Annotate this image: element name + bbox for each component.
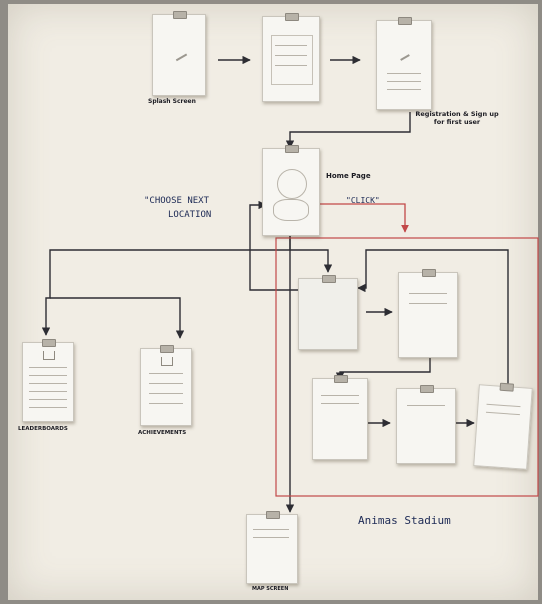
note-splash-screen	[152, 11, 206, 96]
note-achievements	[140, 345, 192, 426]
label-choose-next-line1: "CHOOSE NEXT	[144, 196, 210, 206]
arrow-right-loop-top	[357, 249, 509, 388]
note-bottom-screen	[246, 511, 298, 584]
form-box	[271, 35, 313, 85]
label-click: "CLICK"	[346, 196, 380, 205]
sketch-line	[407, 405, 445, 406]
note-registration	[376, 17, 432, 110]
binder-clip-icon	[420, 385, 434, 393]
arrow-click-red	[318, 203, 409, 233]
caption-registration: Registration & Sign up for first user	[414, 110, 500, 126]
label-choose-next-line2: LOCATION	[168, 210, 212, 220]
logo-icon	[396, 47, 410, 61]
note-stadium-entry	[298, 275, 358, 350]
sketch-line	[485, 411, 520, 416]
registration-text: Registration & Sign up for first user	[415, 110, 499, 126]
sketch-line	[29, 399, 67, 400]
trophy-icon	[43, 351, 55, 360]
arrow-branch-to-achievements	[50, 297, 185, 339]
sketch-line	[321, 403, 359, 404]
arrow-registration-to-home	[285, 112, 411, 149]
sketch-line	[29, 391, 67, 392]
sketch-line	[486, 403, 521, 408]
sketch-line	[321, 395, 359, 396]
sketch-line	[275, 65, 307, 66]
binder-clip-icon	[160, 345, 174, 353]
sketch-line	[275, 45, 307, 46]
map-sketch	[273, 199, 309, 221]
caption-bottom-screen: MAP SCREEN	[252, 586, 289, 592]
binder-clip-icon	[285, 13, 299, 21]
sketch-line	[253, 529, 289, 530]
sketch-line	[149, 393, 183, 394]
logo-icon	[170, 44, 188, 62]
arrow-stadium-back-to-home	[249, 200, 300, 291]
binder-clip-icon	[42, 339, 56, 347]
sketch-line	[29, 383, 67, 384]
trophy-icon	[161, 357, 173, 366]
binder-clip-icon	[499, 382, 515, 392]
sketch-line	[409, 293, 447, 294]
note-stadium-step-4	[396, 385, 456, 464]
binder-clip-icon	[285, 145, 299, 153]
binder-clip-icon	[322, 275, 336, 283]
sketch-line	[387, 89, 421, 90]
sketch-line	[409, 303, 447, 304]
arrow-stadium-2-down	[335, 355, 431, 381]
sketch-line	[253, 537, 289, 538]
caption-achievements: ACHIEVEMENTS	[138, 430, 187, 436]
arrow-branch-to-stadium-entry	[290, 249, 333, 273]
binder-clip-icon	[422, 269, 436, 277]
caption-splash-screen: Splash Screen	[148, 98, 196, 105]
note-stadium-step-2	[398, 269, 458, 358]
label-stadium: Animas Stadium	[358, 514, 451, 527]
note-stadium-step-3	[312, 375, 368, 460]
caption-leaderboards: LEADERBOARDS	[18, 426, 68, 432]
stadium-region-outline	[275, 237, 539, 497]
sketch-line	[387, 73, 421, 74]
sketch-line	[387, 81, 421, 82]
binder-clip-icon	[266, 511, 280, 519]
sketch-line	[29, 367, 67, 368]
binder-clip-icon	[334, 375, 348, 383]
note-stadium-step-5	[473, 382, 533, 470]
binder-clip-icon	[173, 11, 187, 19]
binder-clip-icon	[398, 17, 412, 25]
note-leaderboards	[22, 339, 74, 422]
sketch-line	[29, 375, 67, 376]
sketch-line	[29, 407, 67, 408]
sketch-line	[149, 373, 183, 374]
arrow-home-to-branch	[41, 235, 291, 336]
sketch-line	[149, 383, 183, 384]
sketch-line	[149, 403, 183, 404]
note-home-page	[262, 145, 320, 236]
sketch-line	[275, 55, 307, 56]
caption-home-page: Home Page	[326, 172, 371, 180]
note-onboarding	[262, 13, 320, 102]
map-sketch	[277, 169, 307, 199]
